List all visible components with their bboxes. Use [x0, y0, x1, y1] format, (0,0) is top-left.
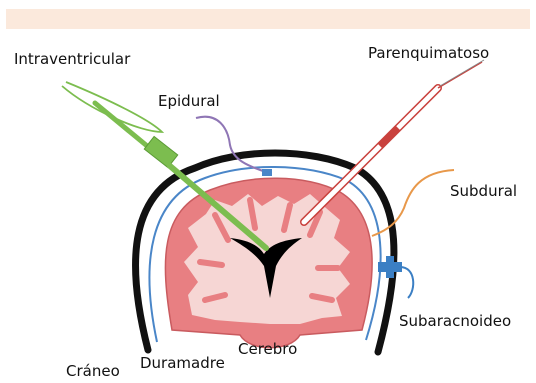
label-subdural: Subdural [450, 182, 517, 200]
label-cerebro: Cerebro [238, 340, 297, 358]
intraventricular-lead [62, 82, 162, 132]
label-intraventricular: Intraventricular [14, 50, 130, 68]
label-duramadre: Duramadre [140, 354, 225, 372]
label-parenquimatoso: Parenquimatoso [368, 44, 489, 62]
label-craneo: Cráneo [66, 362, 120, 380]
label-subaracnoideo: Subaracnoideo [399, 312, 511, 330]
label-epidural: Epidural [158, 92, 220, 110]
